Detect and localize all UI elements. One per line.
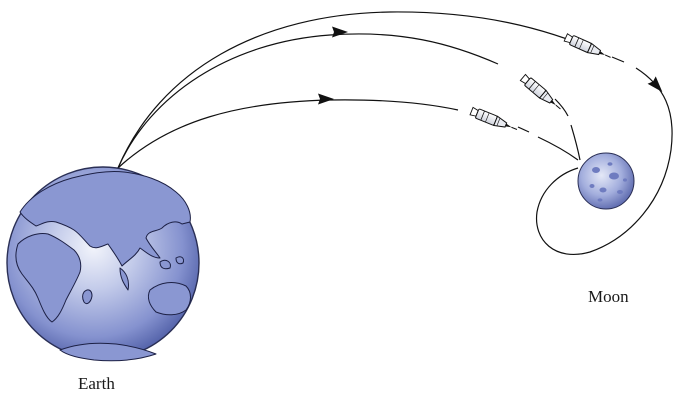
arrowhead-icon (318, 93, 334, 105)
moon-label: Moon (588, 287, 629, 306)
rocket-icon (563, 32, 614, 63)
arrowheads (318, 26, 663, 105)
outer-trajectory-dash-1 (611, 56, 625, 63)
inner-trajectory-dash-1 (517, 126, 530, 133)
outer-trajectory-path (117, 11, 601, 169)
earth-label: Earth (78, 374, 115, 393)
rocket-middle (519, 73, 565, 114)
earth-globe-icon (6, 166, 200, 362)
middle-trajectory-dash-1 (554, 98, 569, 117)
rocket-top (563, 32, 614, 63)
middle-trajectory-dash-2 (570, 124, 581, 161)
moon-sphere-icon (577, 152, 635, 210)
arrowhead-icon (332, 26, 348, 38)
middle-trajectory-path (117, 33, 499, 169)
inner-trajectory-path (117, 99, 459, 169)
earth-continents (15, 171, 191, 362)
rocket-icon (469, 105, 520, 135)
outer-trajectory-return (535, 67, 673, 255)
trajectories (117, 11, 673, 255)
arrowhead-icon (647, 76, 663, 92)
rocket-inner (469, 105, 520, 135)
rocket-icon (519, 73, 565, 114)
inner-trajectory-dash-2 (537, 136, 579, 161)
